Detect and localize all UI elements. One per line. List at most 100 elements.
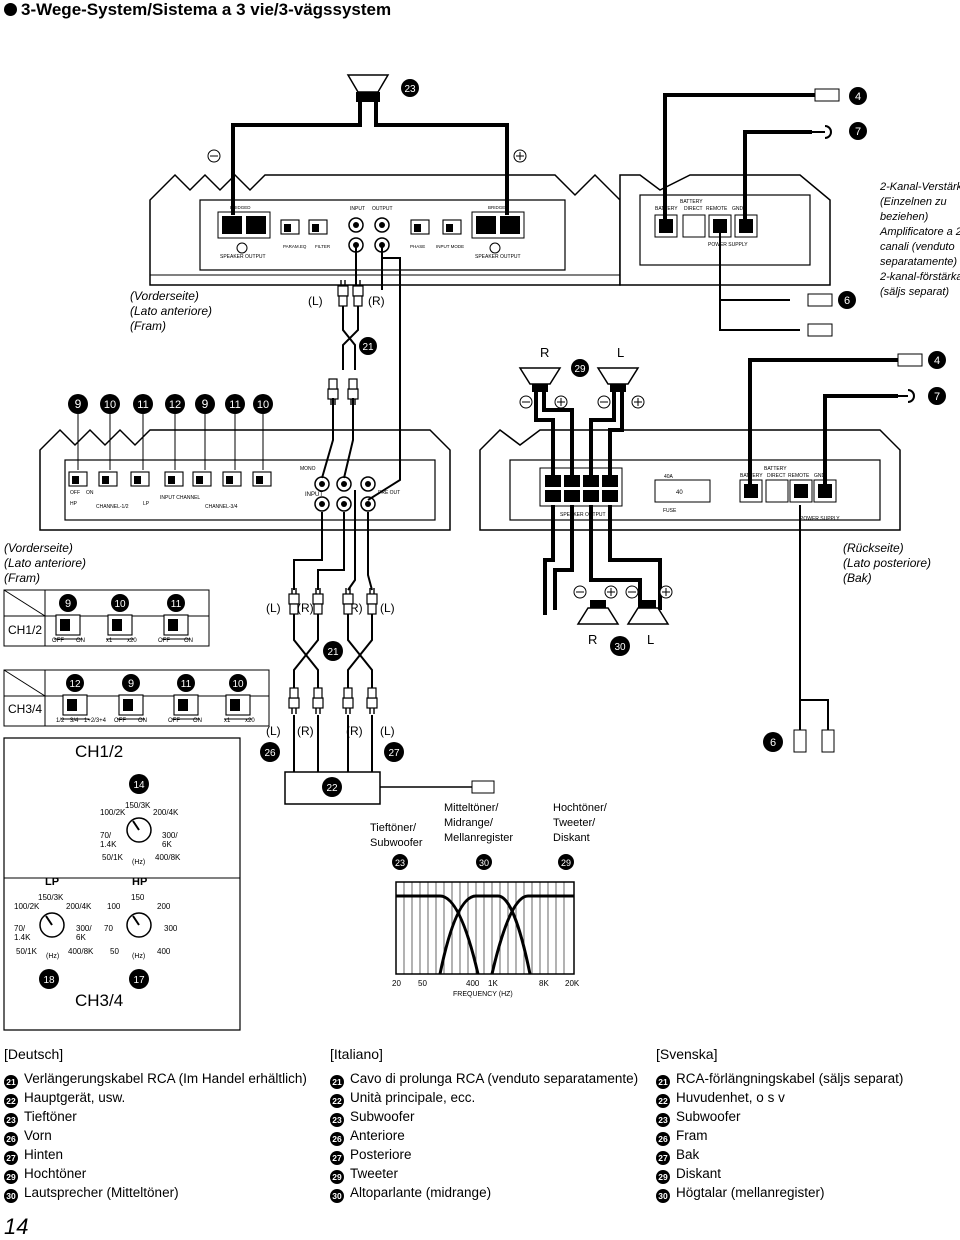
rca-r-d: (R)	[346, 724, 363, 738]
legend-text: Högtalar (mellanregister)	[676, 1184, 825, 1200]
tbl-callout-9b: 9	[128, 678, 134, 690]
amp4-speaker-output: SPEAKER OUTPUT	[560, 512, 606, 518]
legend-text: Tweeter	[350, 1165, 399, 1181]
callout-4-top	[849, 87, 867, 105]
callout-26	[260, 742, 280, 762]
callout-row-top: 9 10 11 12 9 11 10	[68, 394, 273, 414]
amp-note-line8: (säljs separat)	[880, 286, 949, 298]
callout-4-mid	[928, 351, 946, 369]
amp-phase-label: PHASE	[410, 244, 425, 249]
k2-200-4k: 200/4K	[66, 902, 92, 911]
callout-6-mid	[763, 732, 783, 752]
legend-num: 29	[656, 1169, 670, 1184]
k3-300: 300	[164, 924, 178, 933]
callout-4-top-num: 4	[855, 91, 861, 103]
legend-num: 30	[4, 1188, 18, 1203]
k1-70: 70/	[100, 831, 112, 840]
legend-text: Cavo di prolunga RCA (venduto separatame…	[350, 1070, 639, 1086]
k1-14k: 1.4K	[100, 840, 117, 849]
page-number: 14	[4, 1214, 29, 1239]
frequency-graph: Tieftöner/ Subwoofer Mitteltöner/ Midran…	[370, 802, 608, 998]
k3-400: 400	[157, 947, 171, 956]
legend-text: Altoparlante (midrange)	[350, 1184, 492, 1200]
legend-text: Tieftöner	[24, 1108, 77, 1124]
ch34-on-1: ON	[138, 718, 147, 724]
callout-18: 18	[43, 975, 55, 986]
ch12-off-2: OFF	[158, 638, 170, 644]
k2-14k: 1.4K	[14, 933, 31, 942]
tbl-callout-9: 9	[65, 598, 71, 610]
legend-num: 29	[330, 1169, 344, 1184]
legend-num: 23	[656, 1112, 670, 1127]
k2-6k: 6K	[76, 933, 86, 942]
amp4-channel12-label: CHANNEL-1/2	[96, 504, 129, 510]
tweeter-speakers	[518, 367, 640, 392]
callout-9-a: 9	[75, 397, 82, 411]
legend-num: 21	[330, 1074, 344, 1089]
amp4-input-channel: INPUT CHANNEL	[160, 495, 200, 501]
legend-it-heading: [Italiano]	[330, 1046, 383, 1062]
legend-text: Hochtöner	[24, 1165, 87, 1181]
amp-note-line7: 2-kanal-förstärkare	[879, 271, 960, 283]
callout-12-a: 12	[169, 399, 181, 411]
midrange-l-label: L	[647, 632, 654, 647]
amp-direct-label: DIRECT	[684, 206, 703, 212]
k1-100-2k: 100/2K	[100, 808, 126, 817]
callout-23-top-num: 23	[404, 84, 416, 95]
hp-label: HP	[132, 876, 147, 888]
front-label-sv-top: (Fram)	[130, 319, 166, 333]
k1-400-8k: 400/8K	[155, 853, 181, 862]
graph-mittel-3: Mellanregister	[444, 832, 513, 844]
ch12-on-1: ON	[76, 638, 85, 644]
amp-bridged-right: BRIDGED	[488, 205, 509, 210]
legend-num: 26	[330, 1131, 344, 1146]
amp-gnd-label: GND	[732, 206, 744, 212]
amp4-off-1: OFF	[70, 490, 80, 496]
amp-speaker-output-left: SPEAKER OUTPUT	[220, 254, 266, 260]
legend-num: 21	[4, 1074, 18, 1089]
ch12-x20: x20	[127, 638, 137, 644]
amp4-direct-label: DIRECT	[767, 473, 786, 479]
legend-sv-item: 30 Högtalar (mellanregister)	[656, 1184, 946, 1203]
amp-note-line5: canali (venduto	[880, 241, 955, 253]
graph-tief-2: Subwoofer	[370, 837, 423, 849]
amp4-40a-label: 40A	[664, 474, 674, 480]
graph-hoch-2: Tweeter/	[553, 817, 596, 829]
legend-de-heading: [Deutsch]	[4, 1046, 64, 1062]
graph-tief-1: Tieftöner/	[370, 822, 417, 834]
amp-input-label: INPUT	[350, 206, 365, 212]
amp-input-mode-label: INPUT MODE	[436, 244, 464, 249]
k1-300: 300/	[162, 831, 178, 840]
ch34-off-2: OFF	[168, 718, 180, 724]
lp-label: LP	[45, 876, 59, 888]
k3-100: 100	[107, 902, 121, 911]
k3-70: 70	[104, 924, 113, 933]
ch34-on-2: ON	[193, 718, 202, 724]
callout-22	[322, 777, 342, 797]
rca-l-c: (L)	[266, 724, 281, 738]
subwoofer-speaker	[346, 74, 390, 102]
rca-r-a: (R)	[297, 601, 314, 615]
rear-label-sv: (Bak)	[843, 571, 872, 585]
legend-num: 30	[656, 1188, 670, 1203]
legend-text: Subwoofer	[350, 1108, 415, 1124]
amp-filter-label: FILTER	[315, 244, 331, 249]
amp4-hp-label: HP	[70, 501, 78, 507]
callout-6-mid-num: 6	[770, 737, 776, 749]
callout-22-num: 22	[326, 783, 338, 794]
legend-num: 27	[656, 1150, 670, 1165]
legend-num: 23	[330, 1112, 344, 1127]
legend-sv-heading: [Svenska]	[656, 1046, 718, 1062]
legend-text: Hauptgerät, usw.	[24, 1089, 126, 1105]
k1-50-1k: 50/1K	[102, 853, 124, 862]
k2-300: 300/	[76, 924, 92, 933]
